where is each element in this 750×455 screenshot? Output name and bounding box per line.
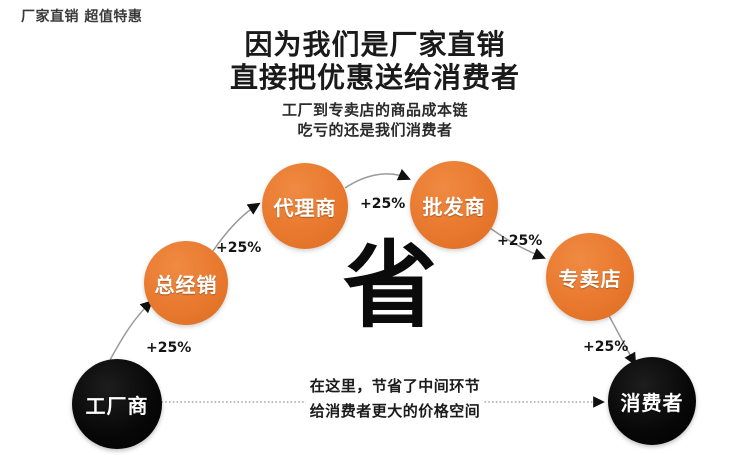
bottom-caption-line-1-wrap: 在这里，节省了中间环节 (255, 374, 535, 399)
node-consumer-label: 消费者 (620, 390, 684, 415)
node-consumer[interactable]: 消费者 (608, 357, 696, 445)
edge-wholesaler-to-store (489, 227, 546, 260)
bottom-caption-line-2-wrap: 给消费者更大的价格空间 (255, 399, 535, 424)
bottom-caption-line-1: 在这里，节省了中间环节 (305, 374, 485, 399)
subheadline-line-2: 吃亏的还是我们消费者 (297, 121, 453, 139)
node-distributor[interactable]: 总经销 (144, 241, 228, 325)
subheadline-line-1: 工厂到专卖店的商品成本链 (281, 101, 468, 119)
edge-factory-to-distributor (109, 300, 154, 361)
bottom-caption-line-2: 给消费者更大的价格空间 (305, 399, 485, 424)
edge-agent-to-wholesaler (344, 168, 411, 189)
corner-tagline: 厂家直销 超值特惠 (21, 9, 143, 25)
bottom-caption-block: 在这里，节省了中间环节 给消费者更大的价格空间 (255, 374, 535, 424)
node-distributor-label: 总经销 (154, 272, 218, 297)
markup-label-distributor-agent: +25% (216, 240, 262, 256)
edge-store-to-consumer (607, 313, 637, 366)
node-wholesaler-label: 批发商 (422, 194, 486, 219)
markup-label-factory-distributor: +25% (146, 340, 192, 356)
subheadline-block: 工厂到专卖店的商品成本链 吃亏的还是我们消费者 (0, 100, 750, 140)
node-agent-label: 代理商 (273, 195, 337, 220)
node-wholesaler[interactable]: 批发商 (410, 161, 498, 249)
node-agent[interactable]: 代理商 (262, 163, 348, 249)
node-store-label: 专卖店 (558, 266, 622, 291)
edge-distributor-to-agent (212, 202, 261, 252)
node-factory[interactable]: 工厂商 (72, 359, 162, 449)
markup-label-store-consumer: +25% (583, 339, 629, 355)
markup-label-agent-wholesaler: +25% (360, 196, 406, 212)
node-factory-label: 工厂商 (85, 393, 149, 418)
node-store[interactable]: 专卖店 (546, 233, 634, 321)
markup-label-wholesaler-store: +25% (497, 233, 543, 249)
savings-glyph: 省 (342, 232, 437, 341)
